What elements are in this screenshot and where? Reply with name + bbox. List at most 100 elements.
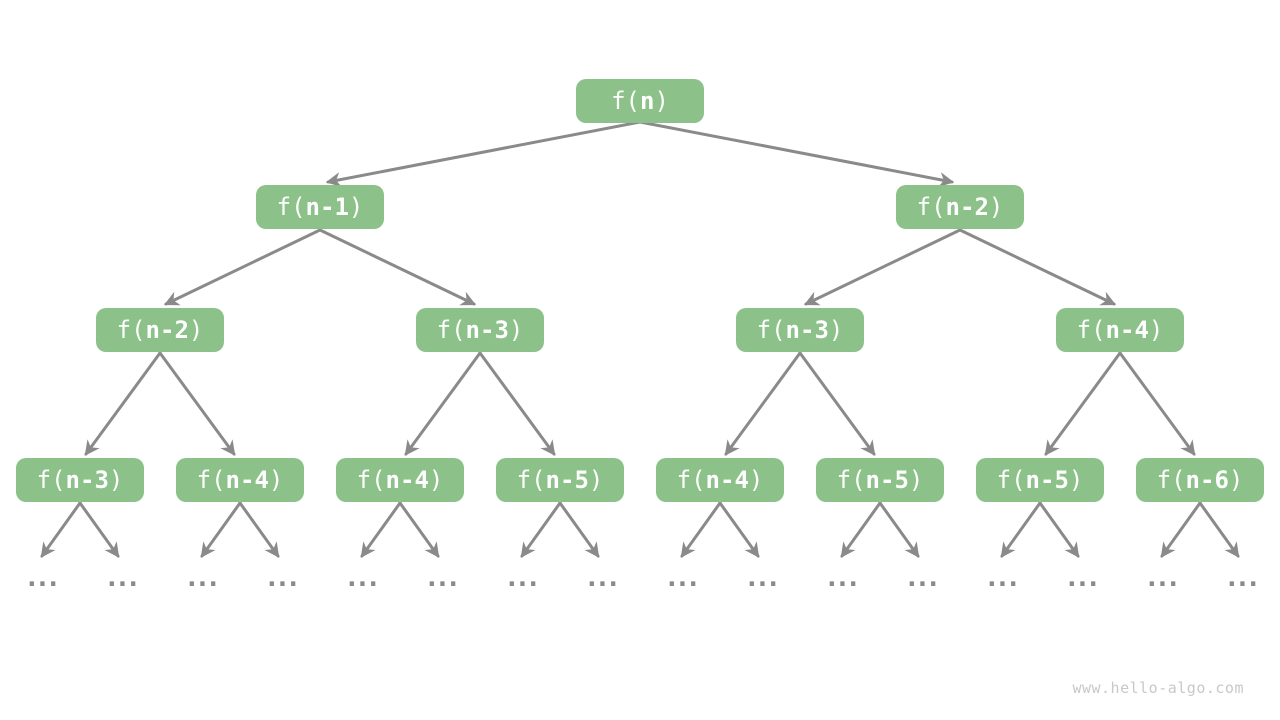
node-label-prefix: f( <box>1156 466 1186 494</box>
node-label-arg: n-3 <box>785 316 829 344</box>
node-label-prefix: f( <box>356 466 386 494</box>
leaf-ellipsis: ... <box>824 563 861 593</box>
node-l3-0: f(n-2) <box>96 308 224 352</box>
node-l3-1: f(n-3) <box>416 308 544 352</box>
edge-l4e-left <box>680 501 722 558</box>
edge-l2a-right <box>318 228 477 306</box>
leaf-ellipsis: ... <box>344 563 381 593</box>
watermark-url: www.hello-algo.com <box>1072 679 1244 697</box>
node-l4-2: f(n-4) <box>336 458 464 502</box>
node-l4-4: f(n-4) <box>656 458 784 502</box>
node-l1-fn: f(n) <box>576 79 704 123</box>
node-l4-0: f(n-3) <box>16 458 144 502</box>
node-label-suffix: ) <box>348 193 364 221</box>
node-label-arg: n-4 <box>225 466 269 494</box>
node-label-suffix: ) <box>188 316 204 344</box>
node-label-prefix: f( <box>836 466 866 494</box>
node-label-prefix: f( <box>611 87 640 115</box>
edge-l3c-left <box>724 351 802 456</box>
leaf-ellipsis: ... <box>664 563 701 593</box>
node-label-suffix: ) <box>428 466 444 494</box>
node-l4-1: f(n-4) <box>176 458 304 502</box>
node-label-arg: n-6 <box>1185 466 1229 494</box>
node-label-suffix: ) <box>268 466 284 494</box>
edge-l3c-right <box>798 351 876 456</box>
node-label-suffix: ) <box>748 466 764 494</box>
edge-l3b-left <box>404 351 482 456</box>
node-label-prefix: f( <box>436 316 466 344</box>
edge-l4a-left <box>40 501 82 558</box>
edge-l4g-right <box>1038 501 1080 558</box>
leaf-ellipsis: ... <box>1224 563 1261 593</box>
node-label-suffix: ) <box>1068 466 1084 494</box>
node-label-suffix: ) <box>1148 316 1164 344</box>
edge-l2a-left <box>163 228 322 306</box>
node-l4-5: f(n-5) <box>816 458 944 502</box>
edge-l4e-right <box>718 501 760 558</box>
node-label-arg: n-4 <box>1105 316 1149 344</box>
edge-l3a-left <box>84 351 162 456</box>
node-label-arg: n-3 <box>65 466 109 494</box>
node-label-arg: n-5 <box>865 466 909 494</box>
leaf-ellipsis: ... <box>104 563 141 593</box>
edge-l4d-right <box>558 501 600 558</box>
node-label-prefix: f( <box>116 316 146 344</box>
node-l4-7: f(n-6) <box>1136 458 1264 502</box>
node-label-prefix: f( <box>756 316 786 344</box>
node-label-arg: n <box>640 87 655 115</box>
node-label-prefix: f( <box>676 466 706 494</box>
edge-l4h-left <box>1160 501 1202 558</box>
leaf-ellipsis: ... <box>1144 563 1181 593</box>
leaf-ellipsis: ... <box>584 563 621 593</box>
node-label-prefix: f( <box>196 466 226 494</box>
edge-root-to-n2 <box>638 120 955 187</box>
node-label-prefix: f( <box>1076 316 1106 344</box>
leaf-ellipsis: ... <box>264 563 301 593</box>
leaf-ellipsis: ... <box>184 563 221 593</box>
node-label-arg: n-5 <box>1025 466 1069 494</box>
edge-l4f-right <box>878 501 920 558</box>
node-label-prefix: f( <box>36 466 66 494</box>
node-label-arg: n-2 <box>145 316 189 344</box>
node-label-suffix: ) <box>108 466 124 494</box>
node-label-prefix: f( <box>996 466 1026 494</box>
leaf-ellipsis: ... <box>1064 563 1101 593</box>
node-label-arg: n-4 <box>385 466 429 494</box>
edge-l4a-right <box>78 501 120 558</box>
edge-l4b-right <box>238 501 280 558</box>
leaf-ellipsis: ... <box>504 563 541 593</box>
node-label-suffix: ) <box>908 466 924 494</box>
node-label-arg: n-4 <box>705 466 749 494</box>
node-label-arg: n-1 <box>305 193 349 221</box>
edge-l3d-left <box>1044 351 1122 456</box>
node-l3-3: f(n-4) <box>1056 308 1184 352</box>
node-label-suffix: ) <box>508 316 524 344</box>
node-l2-0: f(n-1) <box>256 185 384 229</box>
edge-l4d-left <box>520 501 562 558</box>
leaf-ellipsis: ... <box>984 563 1021 593</box>
node-label-suffix: ) <box>828 316 844 344</box>
edge-l4h-right <box>1198 501 1240 558</box>
edge-l4g-left <box>1000 501 1042 558</box>
edge-l4f-left <box>840 501 882 558</box>
leaf-ellipsis: ... <box>424 563 461 593</box>
node-l2-1: f(n-2) <box>896 185 1024 229</box>
edge-l2b-left <box>803 228 962 306</box>
node-label-prefix: f( <box>276 193 306 221</box>
node-label-arg: n-5 <box>545 466 589 494</box>
node-l4-3: f(n-5) <box>496 458 624 502</box>
node-label-arg: n-2 <box>945 193 989 221</box>
node-l3-2: f(n-3) <box>736 308 864 352</box>
node-label-prefix: f( <box>516 466 546 494</box>
edge-l2b-right <box>958 228 1117 306</box>
node-label-arg: n-3 <box>465 316 509 344</box>
edge-l3a-right <box>158 351 236 456</box>
node-label-prefix: f( <box>916 193 946 221</box>
node-label-suffix: ) <box>988 193 1004 221</box>
node-l4-6: f(n-5) <box>976 458 1104 502</box>
leaf-ellipsis: ... <box>744 563 781 593</box>
leaf-ellipsis: ... <box>24 563 61 593</box>
edge-l4c-left <box>360 501 402 558</box>
node-label-suffix: ) <box>588 466 604 494</box>
